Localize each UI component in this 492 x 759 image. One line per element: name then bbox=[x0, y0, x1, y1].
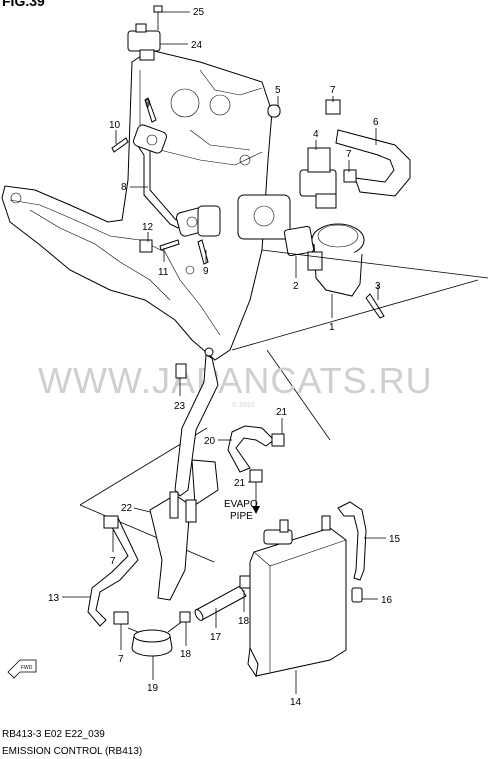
fwd-label: FWD bbox=[21, 665, 33, 671]
callout-22: 22 bbox=[121, 503, 133, 514]
callout-9: 9 bbox=[145, 98, 151, 109]
callouts: 25 24 5 7 6 9 10 4 7 8 12 11 9 2 3 1 23 … bbox=[48, 7, 401, 708]
copyright: © 2010 bbox=[232, 401, 255, 409]
callout-13: 13 bbox=[48, 593, 60, 604]
watermark: WWW.JAPANCATS.RU bbox=[38, 360, 433, 401]
evap-label-line1: EVAPO bbox=[224, 499, 258, 510]
intake-manifold bbox=[1, 49, 273, 361]
callout-7: 7 bbox=[330, 85, 336, 96]
callout-8: 8 bbox=[121, 182, 127, 193]
callout-7: 7 bbox=[346, 149, 352, 160]
callout-21: 21 bbox=[234, 478, 246, 489]
hose-17 bbox=[194, 575, 251, 621]
callout-15: 15 bbox=[389, 534, 401, 545]
hose-15 bbox=[337, 501, 367, 603]
callout-24: 24 bbox=[191, 40, 203, 51]
map-sensor bbox=[127, 5, 163, 61]
callout-23: 23 bbox=[174, 401, 186, 412]
evap-label-line2: PIPE bbox=[230, 511, 253, 522]
callout-17: 17 bbox=[210, 632, 222, 643]
callout-19: 19 bbox=[147, 683, 159, 694]
callout-18: 18 bbox=[238, 616, 250, 627]
footer-title: EMISSION CONTROL (RB413) bbox=[2, 746, 142, 757]
leader-lines bbox=[62, 11, 386, 694]
filter-19 bbox=[127, 611, 191, 657]
hose-13 bbox=[87, 515, 139, 627]
callout-10: 10 bbox=[109, 120, 121, 131]
callout-16: 16 bbox=[381, 595, 393, 606]
callout-1: 1 bbox=[329, 322, 335, 333]
vsv-assembly bbox=[267, 99, 411, 209]
callout-7: 7 bbox=[110, 556, 116, 567]
callout-7: 7 bbox=[118, 654, 124, 665]
fwd-arrow-icon: FWD bbox=[7, 659, 37, 679]
egr-pipe bbox=[133, 124, 221, 237]
callout-5: 5 bbox=[275, 85, 281, 96]
callout-6: 6 bbox=[373, 117, 379, 128]
callout-14: 14 bbox=[290, 697, 302, 708]
callout-20: 20 bbox=[204, 436, 216, 447]
footer-code: RB413-3 E02 E22_039 bbox=[2, 729, 105, 740]
callout-21: 21 bbox=[276, 407, 288, 418]
callout-12: 12 bbox=[142, 222, 154, 233]
egr-valve bbox=[237, 194, 385, 319]
callout-18: 18 bbox=[180, 649, 192, 660]
callout-4: 4 bbox=[313, 129, 319, 140]
callout-3: 3 bbox=[375, 281, 381, 292]
evap-pipe-bracket bbox=[149, 347, 219, 601]
callout-25: 25 bbox=[193, 7, 205, 18]
figure-title: FIG.39 bbox=[2, 0, 45, 9]
callout-11: 11 bbox=[158, 267, 169, 278]
charcoal-canister bbox=[247, 515, 347, 678]
callout-9: 9 bbox=[203, 266, 209, 277]
hose-20 bbox=[227, 425, 285, 514]
callout-2: 2 bbox=[293, 281, 299, 292]
